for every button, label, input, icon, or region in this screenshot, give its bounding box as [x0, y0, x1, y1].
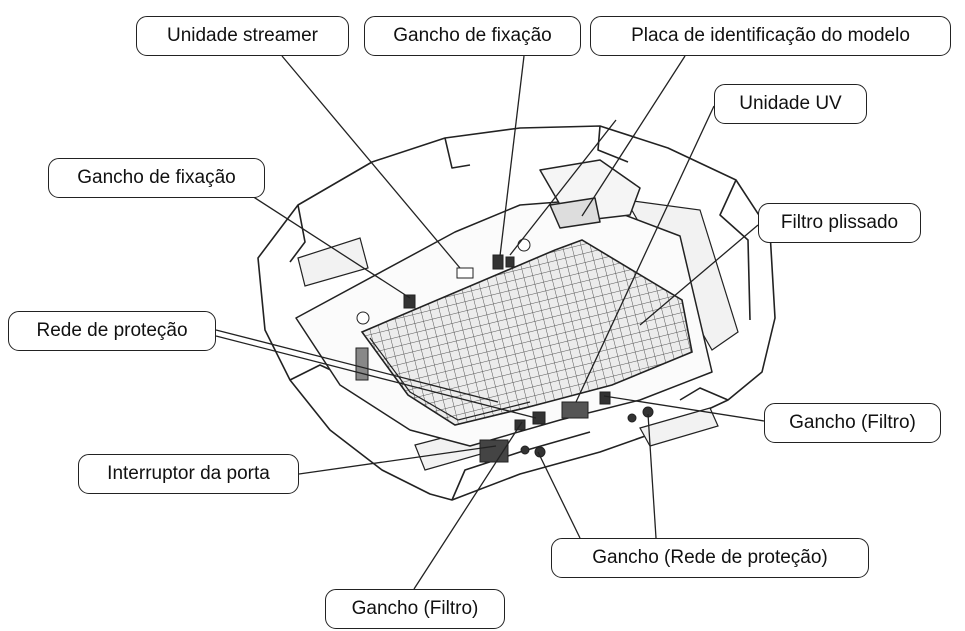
label-filtro-plissado: Filtro plissado: [758, 203, 921, 243]
leader-lines: [215, 55, 765, 590]
label-placa-identificacao: Placa de identificação do modelo: [590, 16, 951, 56]
label-gancho-fixacao-top: Gancho de fixação: [364, 16, 581, 56]
hooks-and-parts: [355, 238, 654, 463]
label-gancho-filtro-right: Gancho (Filtro): [764, 403, 941, 443]
label-gancho-filtro-bottom: Gancho (Filtro): [325, 589, 505, 629]
label-gancho-rede-protecao: Gancho (Rede de proteção): [551, 538, 869, 578]
label-unidade-uv: Unidade UV: [714, 84, 867, 124]
label-gancho-fixacao-left: Gancho de fixação: [48, 158, 265, 198]
label-interruptor-porta: Interruptor da porta: [78, 454, 299, 494]
protective-grille: [360, 239, 693, 426]
label-rede-protecao: Rede de proteção: [8, 311, 216, 351]
label-unidade-streamer: Unidade streamer: [136, 16, 349, 56]
